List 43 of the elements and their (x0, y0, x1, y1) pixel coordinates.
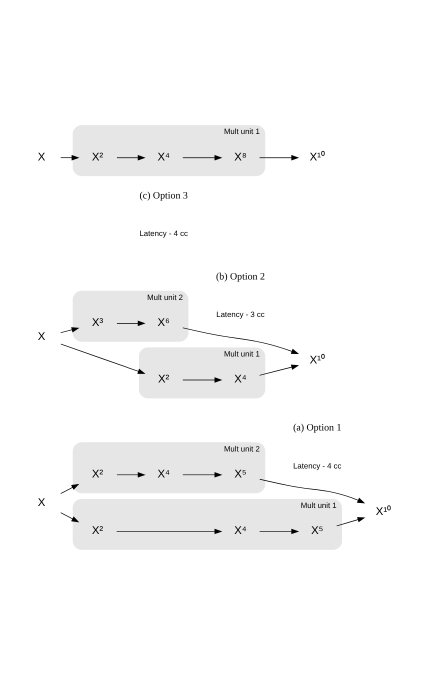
node-text: X¹⁰ (376, 506, 392, 518)
node-text: X³ (92, 317, 104, 330)
arrow (116, 472, 146, 478)
node-text: X¹⁰ (310, 151, 325, 164)
node-text: X² (92, 525, 104, 538)
node-text: X (38, 331, 46, 344)
arrow (60, 512, 80, 522)
node-text: X² (158, 374, 170, 386)
arrow (182, 472, 222, 478)
arrow (116, 320, 146, 326)
node-text: X⁶ (158, 317, 170, 330)
arrow (259, 528, 300, 534)
arrow (259, 154, 300, 160)
label: Latency - 3 cc (216, 310, 265, 319)
node-text: X² (92, 151, 104, 164)
arrow (182, 377, 222, 383)
label: Latency - 4 cc (293, 461, 342, 470)
node-text: X⁵ (311, 525, 324, 538)
node-text: X⁵ (234, 468, 247, 481)
arrow (116, 528, 222, 534)
arrow (60, 344, 146, 374)
arrow (60, 327, 80, 334)
label: (c) Option 3 (139, 190, 188, 202)
arrow (60, 484, 80, 494)
arrow (259, 478, 366, 504)
node-text: X⁴ (234, 374, 247, 386)
label: (a) Option 1 (293, 422, 342, 434)
label: Latency - 4 cc (139, 229, 188, 238)
node-text: X⁴ (157, 151, 170, 164)
node-text: X (38, 496, 46, 509)
arrow (182, 154, 222, 160)
arrow (116, 154, 146, 160)
node-text: X¹⁰ (310, 354, 325, 367)
node-text: X⁸ (234, 151, 247, 164)
label: (b) Option 2 (216, 271, 265, 282)
arrow (259, 364, 300, 376)
node-text: X⁴ (234, 525, 247, 538)
node-text: X² (92, 468, 104, 481)
node-text: X (38, 151, 46, 164)
arrow (336, 517, 366, 526)
node-text: X⁴ (157, 468, 170, 481)
arrow (182, 327, 300, 354)
arrow (60, 154, 80, 160)
